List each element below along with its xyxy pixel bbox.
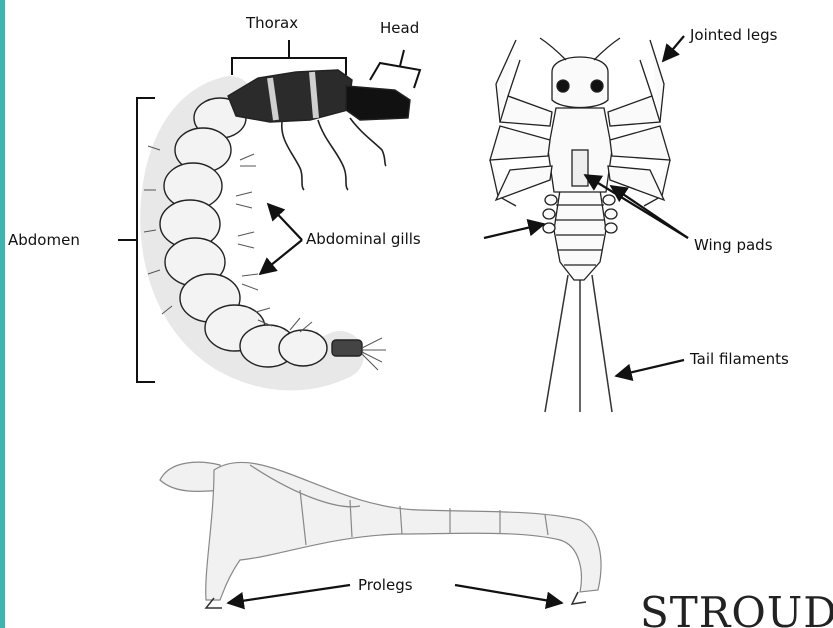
head-label: Head — [380, 21, 419, 36]
jointed-legs-label: Jointed legs — [690, 28, 777, 43]
thorax-plates — [228, 70, 352, 122]
prolegs-arrow-right — [455, 585, 562, 603]
nymph-wing-pads — [572, 150, 588, 186]
stroud-logo: STROUD — [640, 592, 833, 628]
abdominal-gills-label: Abdominal gills — [306, 232, 421, 247]
gills-arrow-lower — [260, 240, 302, 274]
prolegs-arrow-left — [228, 585, 350, 603]
larva-bottom-head — [160, 462, 222, 491]
larva-head — [346, 86, 410, 120]
proleg-feet — [206, 592, 586, 608]
prolegs-label: Prolegs — [358, 578, 413, 593]
anal-proleg — [332, 340, 362, 356]
jointed-legs-arrow — [663, 36, 684, 61]
head-bracket — [370, 50, 420, 88]
wing-pads-label: Wing pads — [694, 238, 773, 253]
tail-filaments-arrow — [616, 360, 684, 376]
gills-arrow-upper — [268, 204, 302, 240]
abdomen-label: Abdomen — [8, 233, 80, 248]
nymph-illustration — [490, 38, 670, 412]
tail-filament-lines — [545, 275, 612, 412]
abdomen-segment — [279, 330, 327, 366]
gills-arrow-nymph — [484, 224, 544, 238]
larva-curved-illustration — [144, 70, 410, 370]
tail-filaments-label: Tail filaments — [690, 352, 789, 367]
larva-legs — [282, 118, 386, 190]
thorax-label: Thorax — [246, 16, 298, 31]
